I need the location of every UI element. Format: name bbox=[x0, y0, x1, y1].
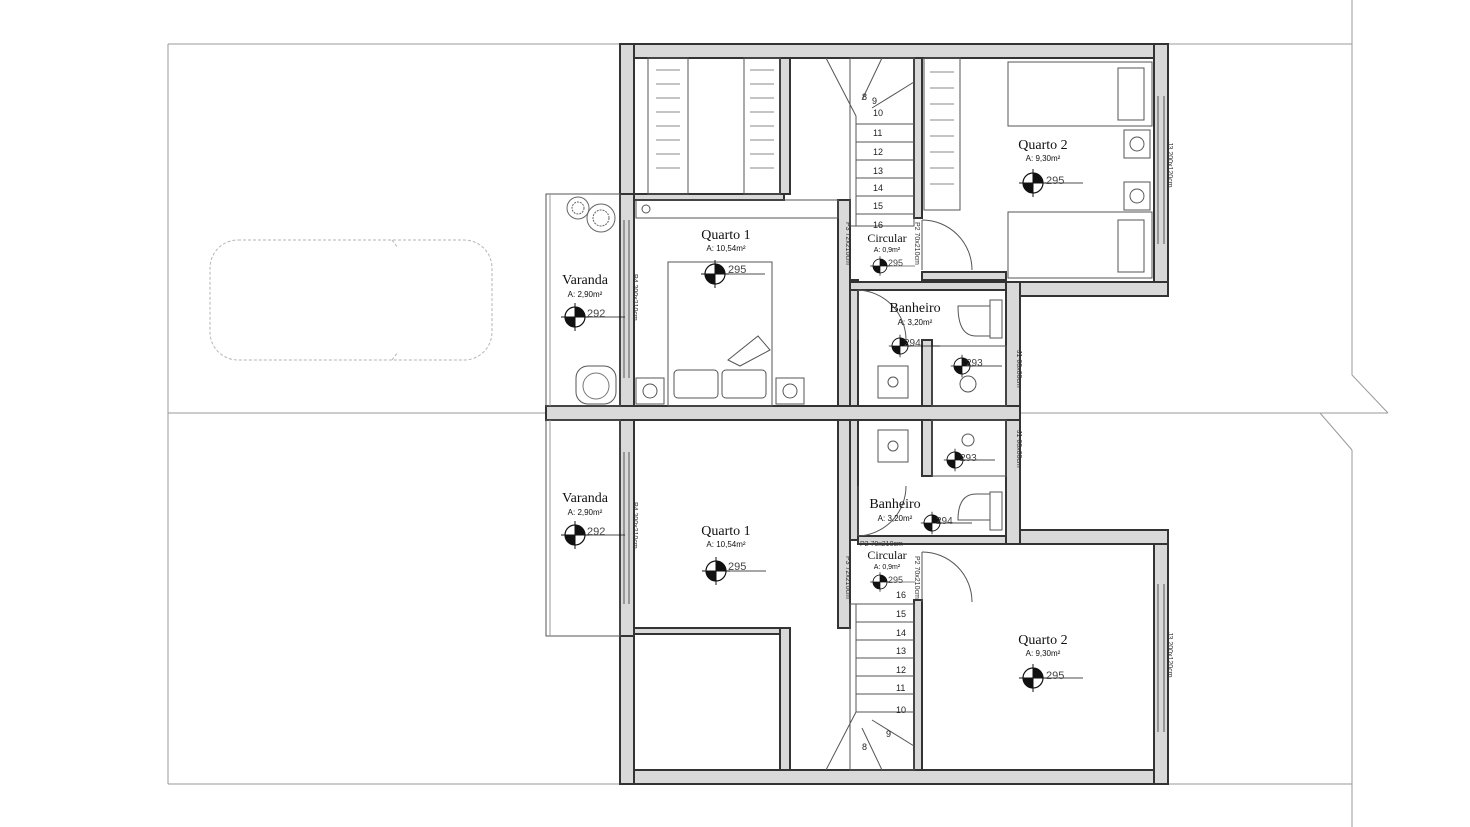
level-value: 292 bbox=[587, 526, 605, 538]
stairs-upper bbox=[825, 57, 915, 227]
step-label: 16 bbox=[896, 590, 906, 600]
level-value: 295 bbox=[888, 258, 903, 268]
level-value: 295 bbox=[1046, 670, 1064, 682]
step-label: 13 bbox=[873, 166, 883, 176]
room-banheiro-upper: Banheiro A: 3,20m² 294 bbox=[888, 301, 941, 358]
step-label: 11 bbox=[896, 683, 905, 693]
room-area: A: 3,20m² bbox=[898, 318, 933, 327]
door-label-p3: P3 72x210cm bbox=[844, 556, 851, 599]
walls bbox=[545, 43, 1169, 785]
closets-upper bbox=[647, 57, 961, 211]
room-name: Quarto 2 bbox=[1018, 633, 1067, 648]
level-value: 293 bbox=[966, 358, 983, 369]
level-value: 294 bbox=[904, 338, 921, 349]
room-name: Varanda bbox=[562, 491, 609, 506]
room-area: A: 0,9m² bbox=[874, 564, 901, 571]
door-label-p2: P2 70x210cm bbox=[913, 222, 920, 265]
step-label: 8 bbox=[862, 92, 867, 102]
room-quarto-2-lower: Quarto 2 A: 9,30m² 295 bbox=[1018, 633, 1084, 693]
step-label: 12 bbox=[896, 665, 906, 675]
room-circular-upper: Circular A: 0,9m² 295 bbox=[867, 231, 916, 277]
window-label-j1: J1 60x60cm bbox=[1015, 350, 1022, 388]
room-area: A: 0,9m² bbox=[874, 247, 901, 254]
bathroom-fixtures-upper bbox=[877, 299, 1007, 407]
room-banheiro-lower: Banheiro A: 3,20m² 294 bbox=[869, 497, 973, 535]
level-value: 294 bbox=[936, 516, 953, 527]
level-value: 292 bbox=[587, 308, 605, 320]
step-label: 15 bbox=[873, 201, 883, 211]
step-label: 14 bbox=[873, 183, 883, 193]
window-label-j3: J3 200x120cm bbox=[1166, 142, 1173, 188]
level-value: 295 bbox=[888, 575, 903, 585]
door-swings bbox=[857, 219, 973, 603]
level-value: 293 bbox=[960, 453, 977, 464]
room-area: A: 9,30m² bbox=[1026, 649, 1061, 658]
shower-upper: 293 bbox=[950, 354, 1003, 378]
door-label-p4: P4 200x210cm bbox=[631, 502, 638, 549]
room-varanda-lower: Varanda A: 2,90m² 292 bbox=[560, 491, 626, 550]
step-label: 10 bbox=[896, 705, 906, 715]
room-name: Banheiro bbox=[889, 301, 940, 316]
room-name: Varanda bbox=[562, 273, 609, 288]
upper-step-numbers: 8 9 10 11 12 13 14 15 16 bbox=[862, 92, 883, 230]
twin-beds bbox=[1007, 61, 1153, 279]
room-name: Quarto 1 bbox=[701, 524, 750, 539]
room-name: Circular bbox=[867, 231, 906, 245]
room-varanda-upper: Varanda A: 2,90m² 292 bbox=[560, 273, 626, 332]
step-label: 11 bbox=[873, 128, 882, 138]
double-bed bbox=[635, 199, 839, 407]
step-label: 8 bbox=[862, 742, 867, 752]
door-label-p2: P2 70x210cm bbox=[913, 556, 920, 599]
room-area: A: 10,54m² bbox=[706, 244, 745, 253]
level-value: 295 bbox=[1046, 175, 1064, 187]
room-circular-lower: Circular A: 0,9m² 295 bbox=[867, 548, 916, 593]
room-area: A: 2,90m² bbox=[568, 508, 603, 517]
window-label-j1: J1 60x60cm bbox=[1015, 430, 1022, 468]
shower-lower: 293 bbox=[943, 448, 996, 472]
step-label: 13 bbox=[896, 646, 906, 656]
door-label-p2-lower: P2 70x210cm bbox=[860, 541, 903, 548]
room-quarto-1-upper: Quarto 1 A: 10,54m² 295 bbox=[700, 228, 766, 289]
stairs-lower bbox=[825, 603, 915, 771]
door-label-p4: P4 200x210cm bbox=[631, 274, 638, 321]
door-label-p3: P3 72x210cm bbox=[844, 222, 851, 265]
bathroom-fixtures-lower bbox=[877, 419, 1007, 531]
opening-labels: P3 72x210cm P2 70x210cm P4 200x210cm J3 … bbox=[631, 142, 1173, 678]
room-name: Circular bbox=[867, 548, 906, 562]
window-label-j3: J3 200x120cm bbox=[1166, 632, 1173, 678]
step-label: 16 bbox=[873, 220, 883, 230]
room-name: Quarto 1 bbox=[701, 228, 750, 243]
varanda-railings bbox=[545, 193, 621, 637]
room-area: A: 9,30m² bbox=[1026, 154, 1061, 163]
plants-and-chair bbox=[566, 196, 617, 405]
step-label: 9 bbox=[872, 96, 877, 106]
room-area: A: 3,20m² bbox=[878, 514, 913, 523]
room-area: A: 10,54m² bbox=[706, 540, 745, 549]
room-quarto-1-lower: Quarto 1 A: 10,54m² 295 bbox=[701, 524, 767, 586]
level-value: 295 bbox=[728, 264, 746, 276]
room-name: Banheiro bbox=[869, 497, 920, 512]
room-quarto-2-upper: Quarto 2 A: 9,30m² 295 bbox=[1018, 138, 1084, 198]
room-area: A: 2,90m² bbox=[568, 290, 603, 299]
step-label: 10 bbox=[873, 108, 883, 118]
step-label: 14 bbox=[896, 628, 906, 638]
car-outline bbox=[209, 239, 493, 361]
level-value: 295 bbox=[728, 561, 746, 573]
room-name: Quarto 2 bbox=[1018, 138, 1067, 153]
sliding-doors bbox=[623, 96, 1165, 732]
lower-step-numbers: 16 15 14 13 12 11 10 9 8 bbox=[862, 590, 906, 752]
step-label: 15 bbox=[896, 609, 906, 619]
step-label: 9 bbox=[886, 729, 891, 739]
step-label: 12 bbox=[873, 147, 883, 157]
